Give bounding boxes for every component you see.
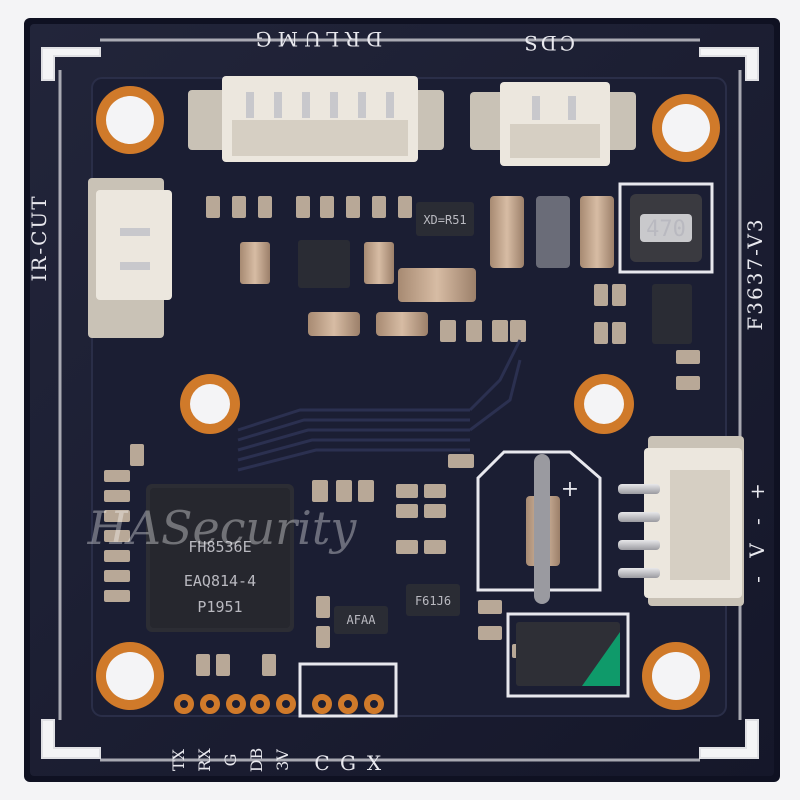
pin-label: DB: [247, 748, 266, 773]
watermark: HASecurity: [87, 501, 358, 555]
chip-line2: EAQ814-4: [184, 572, 256, 590]
reg3-label: AFAA: [347, 613, 377, 627]
connector-top-left: [188, 76, 444, 162]
label-drlumg: DRLUMG: [250, 27, 383, 51]
chip-line3: P1951: [197, 598, 242, 616]
reg2-label: F61J6: [415, 594, 451, 608]
pin-label: C: [314, 751, 329, 775]
pin-label: G: [221, 754, 240, 767]
small-passives: [104, 196, 700, 676]
reg1-label: XD=R51: [423, 213, 466, 227]
inductor-label: 470: [646, 217, 686, 242]
label-power: - V - +: [745, 477, 769, 583]
diode-plus: +: [561, 477, 579, 502]
connector-left: [88, 178, 172, 338]
pin-label: RX: [195, 748, 214, 772]
pin-label: TX: [169, 748, 188, 771]
chip-line1: FH8536E: [188, 538, 251, 556]
label-cds: CDS: [521, 31, 575, 55]
inductor: 470: [618, 182, 714, 274]
pin-label: X: [367, 751, 382, 775]
main-chip: FH8536E EAQ814-4 P1951: [146, 484, 294, 632]
diode: +: [476, 450, 630, 698]
pin-labels: TX RX G DB 3V C G X: [169, 748, 382, 775]
label-ir-cut: IR-CUT: [27, 194, 51, 281]
mounting-holes: [96, 86, 720, 710]
traces: [237, 339, 522, 472]
pin-label: 3V: [273, 749, 292, 771]
pin-frame: [298, 662, 398, 718]
regulators: XD=R51 F61J6 AFAA: [298, 202, 692, 634]
label-model: F3637-V3: [743, 217, 767, 330]
pin-pads: [174, 694, 384, 714]
connector-top-right: [470, 82, 636, 166]
connector-right: [618, 436, 744, 606]
capacitors: [240, 196, 614, 566]
pin-label: G: [340, 751, 356, 775]
